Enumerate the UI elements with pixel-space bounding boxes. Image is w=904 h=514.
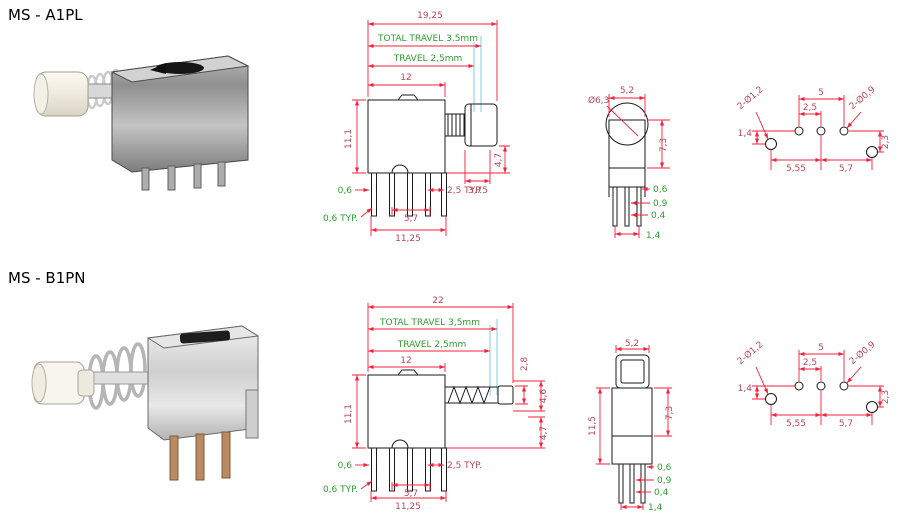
button-neck-photo-b [77,369,95,397]
front-view-a1pl: 5,2 Ø6,3 7,3 0,6 0,9 0,4 1,4 [588,86,670,241]
dim-front-2-a: 0,9 [653,199,668,209]
dim-travel-a: TRAVEL 2,5mm [393,54,463,64]
dim-pin-row-width-b: 11,25 [395,502,421,512]
dim-body-height-a: 11,1 [344,129,354,149]
dim-front-4-b: 1,4 [648,503,663,513]
side-view-b1pn: 22 TOTAL TRAVEL 3,5mm TRAVEL 2,5mm 12 11… [323,296,549,512]
switch-outline-a-side [367,94,498,217]
top-slot-photo-a [156,62,204,74]
dim-pin-thickness-a: 0,6 [338,186,353,196]
dim-pin-pitch-b: 2,5 TYP. [447,461,482,471]
bracket-photo-b [245,389,259,439]
button-cap-photo-a [33,73,49,115]
dim-terminal-holes-b: 2-Ø0,9 [847,339,878,367]
dim-pin-span-a: 5,7 [404,214,418,224]
switch-outline-b-front [611,354,653,504]
dim-right-span-b: 5,7 [839,419,853,429]
slot-mark-photo-a [150,63,166,74]
dim-front-top-width-b: 5,2 [625,339,639,349]
dim-left-offset-a: 1,4 [738,129,753,139]
model-b-title: MS - B1PN [8,269,86,287]
switch-outline-a-front [605,102,649,227]
pcb-holes-b [765,381,878,413]
dim-pin-row-width-a: 11,25 [395,234,421,244]
travel-guides-a [473,36,482,112]
dim-body-width-b: 12 [400,356,411,366]
dimension-lines-b-front [596,345,672,510]
dim-body-width-a: 12 [400,73,411,83]
pcb-dims-b [752,350,884,425]
pins-photo-a [141,161,226,191]
model-a-title: MS - A1PL [8,6,83,24]
dim-terminal-holes-a: 2-Ø0,9 [847,84,878,112]
dim-left-span-b: 5,55 [786,419,806,429]
dim-cap-width-a: 3,75 [468,186,488,196]
pins-photo-b [169,431,231,481]
dim-pin-thickness-typ-a: 0,6 TYP. [323,214,358,224]
dim-front-1-a: 0,6 [653,185,668,195]
dim-total-travel-a: TOTAL TRAVEL 3.5mm [377,34,478,44]
dim-front-1-b: 0,6 [657,463,672,473]
dim-pitch-a: 2,5 [803,103,817,113]
dimension-lines-a-side [352,20,510,236]
front-view-b1pn: 5,2 11,5 7,3 0,6 0,9 0,4 1,4 [588,339,675,513]
photo-b1pn [31,325,260,481]
dim-front-3-b: 0,4 [654,488,669,498]
dim-front-2-b: 0,9 [657,476,672,486]
travel-guides-b [489,319,498,395]
dim-lower-height-b: 4,7 [539,426,549,440]
dim-right-span-a: 5,7 [839,164,853,174]
dim-left-offset-b: 1,4 [738,384,753,394]
dim-outer-span-a: 5 [818,88,824,98]
dim-left-span-a: 5,55 [786,164,806,174]
dim-pin-span-b: 5,7 [404,489,418,499]
dim-pin-thickness-typ-b: 0,6 TYP. [323,485,358,495]
dimension-lines-a-front [606,94,670,238]
photo-a1pl [33,55,250,191]
dim-shaft-height-b: 2,8 [520,357,530,372]
dim-total-travel-b: TOTAL TRAVEL 3,5mm [379,318,480,328]
dim-front-4-a: 1,4 [646,231,661,241]
dim-pin-thickness-b: 0,6 [338,461,353,471]
dim-front-top-width-a: 5,2 [620,86,634,96]
dim-pitch-b: 2,5 [803,358,817,368]
dim-travel-b: TRAVEL 2,5mm [397,340,467,350]
dim-cap-height-b: 4,6 [539,389,549,404]
dim-front-body-height-b: 11,5 [588,416,598,436]
pcb-layout-a1pl: 2-Ø1,2 5 2,5 2-Ø0,9 1,4 5,55 5,7 2,3 [735,84,891,174]
dim-upper-height-b: 7,3 [665,406,675,420]
dim-knob-diameter-a: Ø6,3 [588,95,609,106]
dim-front-3-a: 0,4 [651,211,666,221]
dim-outer-span-b: 5 [818,343,824,353]
dim-upper-height-a: 7,3 [659,138,669,152]
dim-body-height-b: 11,1 [344,404,354,424]
side-view-a1pl: 19,25 TOTAL TRAVEL 3.5mm TRAVEL 2,5mm 12… [323,11,510,244]
switch-outline-b-side [367,369,514,492]
pcb-dims-a [752,95,884,170]
dim-right-offset-a: 2,3 [881,135,891,149]
dim-mount-holes-a: 2-Ø1,2 [735,84,765,112]
dim-plunger-height-a: 4,7 [494,153,504,167]
top-slot-photo-b [179,330,231,344]
dim-pin-pitch-a: 2,5 TYP. [447,186,482,196]
pcb-holes-a [765,126,878,158]
dim-total-width-b: 22 [432,296,443,306]
dim-right-offset-b: 2,3 [881,390,891,404]
dimension-lines-b-side [352,303,545,502]
button-cap-photo-b [31,363,47,403]
pcb-layout-b1pn: 2-Ø1,2 5 2,5 2-Ø0,9 1,4 5,55 5,7 2,3 [735,339,891,429]
dim-total-width-a: 19,25 [417,11,443,21]
dim-mount-holes-b: 2-Ø1,2 [735,339,765,367]
